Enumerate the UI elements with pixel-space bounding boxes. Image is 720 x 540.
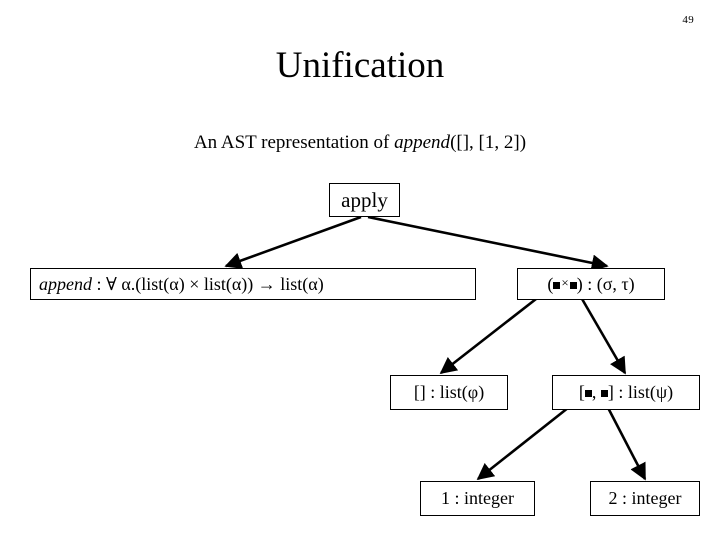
page-number: 49 [682, 14, 694, 26]
append-signature: : ∀ α.(list(α) × list(α)) → list(α) [92, 273, 324, 294]
subtitle-prefix: An AST representation of [193, 132, 395, 153]
tree-node-product[interactable]: ( ×) : (σ, τ) [517, 268, 665, 300]
tree-node-cons-content: [, ] : list(ψ) [579, 382, 673, 403]
tree-node-product-content: ( ×) : (σ, τ) [547, 274, 634, 295]
cons-comma: , [591, 382, 597, 402]
tree-node-cons[interactable]: [, ] : list(ψ) [552, 375, 700, 410]
product-times-symbol: × [561, 274, 569, 290]
product-open-paren: ( [547, 273, 554, 294]
cons-close-bracket: ] [607, 382, 614, 402]
edge-product-to-nil [439, 290, 546, 375]
product-left-hole-marker [553, 281, 561, 289]
product-type-annotation: : (σ, τ) [582, 273, 635, 294]
edge-apply-to-product [367, 215, 609, 272]
tree-node-one[interactable]: 1 : integer [420, 481, 535, 516]
product-right-hole-marker [569, 281, 577, 289]
edge-product-to-cons [576, 291, 627, 375]
cons-open-bracket: [ [578, 382, 585, 402]
subtitle-function-name: append [394, 132, 451, 153]
tree-node-apply-label: apply [341, 187, 388, 212]
slide-subtitle: An AST representation of append([], [1, … [0, 131, 720, 155]
append-name: append [39, 273, 92, 294]
tree-node-nil-label: [] : list(φ) [413, 382, 485, 402]
page-title: Unification [275, 45, 445, 86]
subtitle-suffix: ([], [1, 2]) [450, 132, 527, 153]
product-close-paren: ) [576, 273, 583, 294]
cons-tail-hole-marker [600, 390, 608, 397]
tree-node-one-label: 1 : integer [441, 488, 514, 508]
edge-cons-to-one [476, 398, 579, 481]
tree-node-two[interactable]: 2 : integer [590, 481, 700, 516]
tree-node-two-label: 2 : integer [608, 488, 682, 508]
edge-cons-to-two [602, 399, 647, 481]
cons-type-annotation: : list(ψ) [613, 382, 674, 402]
edge-apply-to-append [224, 215, 362, 269]
tree-node-append[interactable]: append : ∀ α.(list(α) × list(α)) → list(… [30, 268, 476, 300]
tree-node-apply[interactable]: apply [329, 183, 400, 217]
tree-node-nil[interactable]: [] : list(φ) [390, 375, 508, 410]
tree-node-append-content: append : ∀ α.(list(α) × list(α)) → list(… [39, 274, 324, 295]
cons-head-hole-marker [584, 390, 592, 397]
